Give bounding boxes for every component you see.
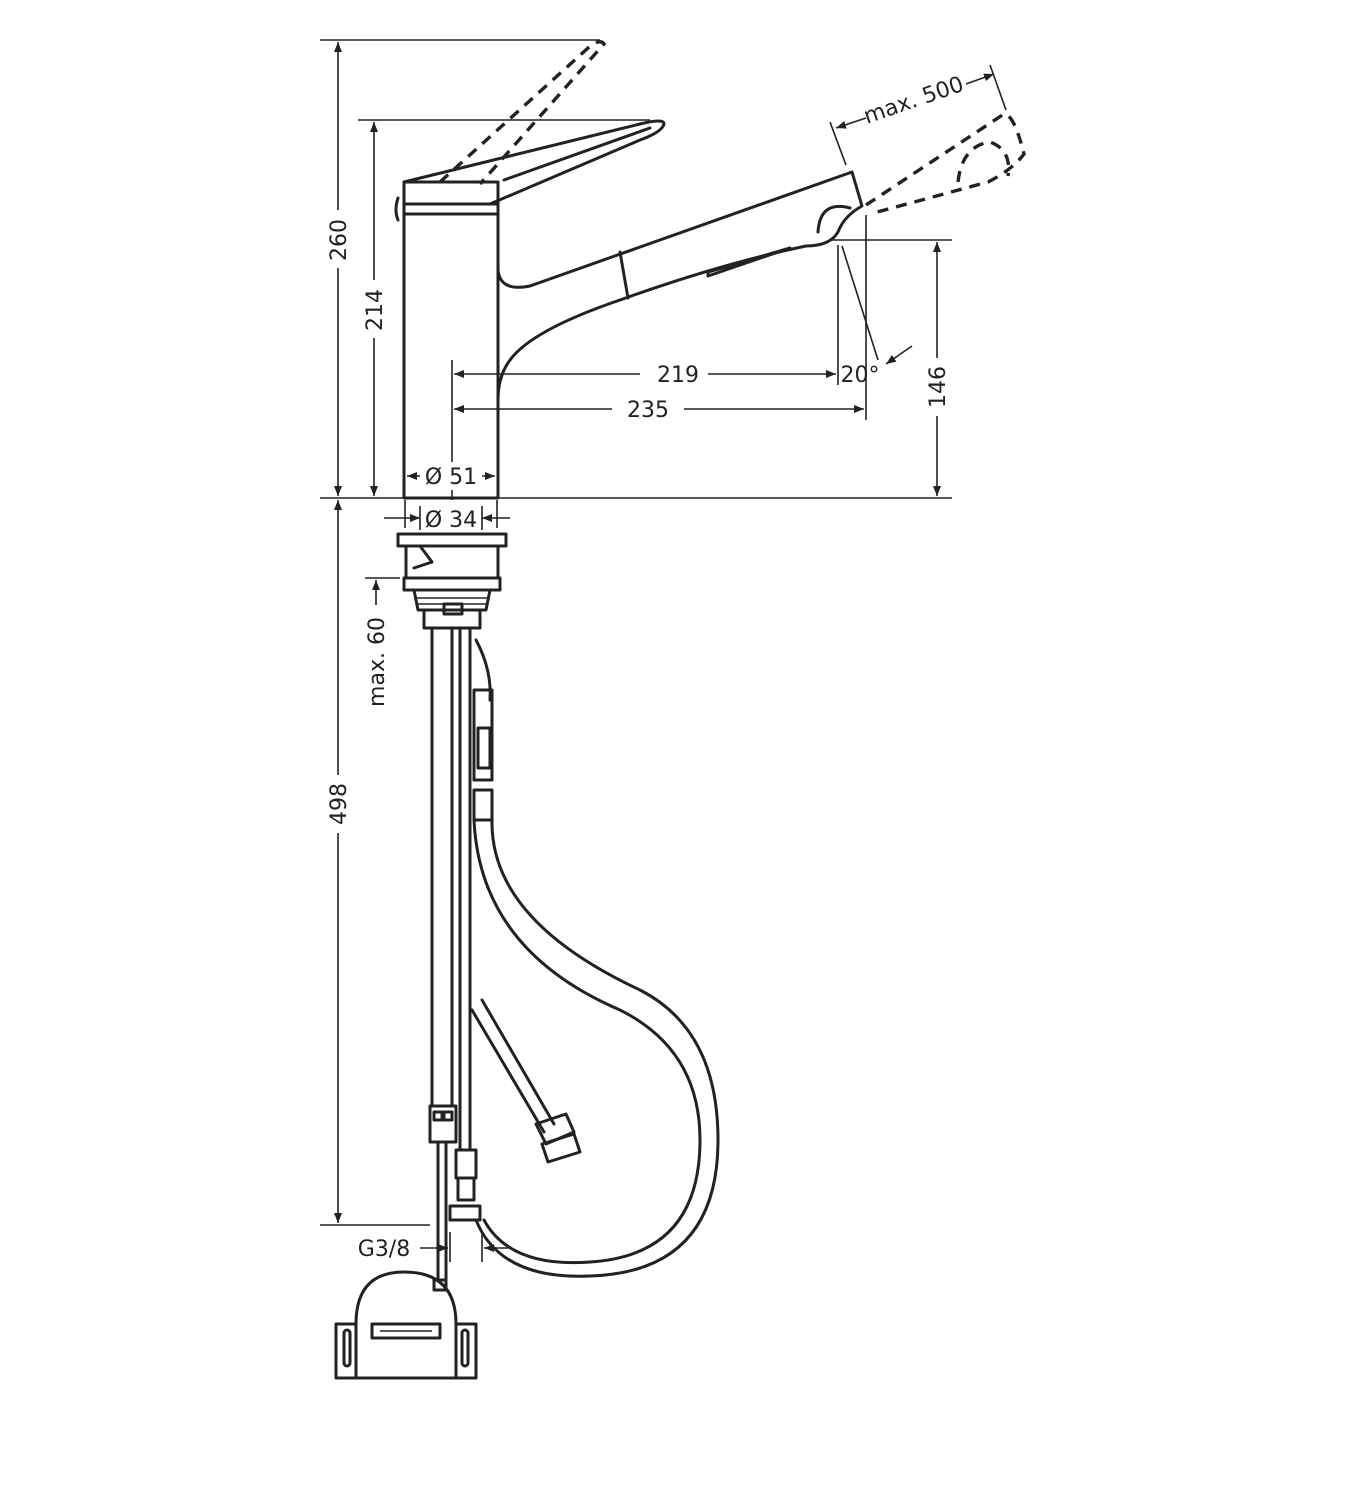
dimension-max60: max. 60 — [365, 580, 390, 707]
dim-label-235: 235 — [627, 398, 669, 423]
dimension-d51: Ø 51 — [407, 462, 495, 490]
dimension-d34: Ø 34 — [384, 506, 510, 533]
dim-label-thread: G3/8 — [358, 1237, 410, 1262]
dim-label-260: 260 — [327, 219, 352, 261]
supply-lines — [428, 626, 582, 1282]
mounting-bracket — [334, 1270, 478, 1380]
dim-label-146: 146 — [926, 366, 951, 408]
dim-label-max60: max. 60 — [365, 617, 390, 707]
dimension-219: 219 — [454, 360, 836, 388]
dimension-214: 214 — [362, 122, 388, 496]
dimension-498: 498 — [326, 500, 352, 1223]
mounting-assembly — [396, 532, 508, 630]
spray-head-extended-dashed — [865, 112, 1026, 216]
dim-label-angle: 20° — [841, 363, 880, 388]
extension-lines — [320, 39, 952, 1226]
faucet-body — [394, 119, 864, 500]
dim-label-498: 498 — [327, 783, 352, 825]
pullout-hose — [472, 638, 720, 1278]
dim-label-214: 214 — [363, 289, 388, 331]
dimension-pullout: max. 500 — [829, 64, 1007, 166]
dimension-260: 260 — [326, 42, 352, 496]
dim-label-pullout: max. 500 — [861, 72, 967, 129]
dim-label-d51: Ø 51 — [425, 465, 477, 490]
dim-label-d34: Ø 34 — [425, 508, 477, 533]
dimension-thread: G3/8 — [358, 1232, 512, 1262]
lever-raised-dashed — [438, 40, 607, 186]
dimension-angle: 20° — [841, 245, 913, 388]
dim-label-219: 219 — [657, 363, 699, 388]
dimension-146: 146 — [925, 242, 951, 496]
dimension-235: 235 — [454, 395, 864, 423]
